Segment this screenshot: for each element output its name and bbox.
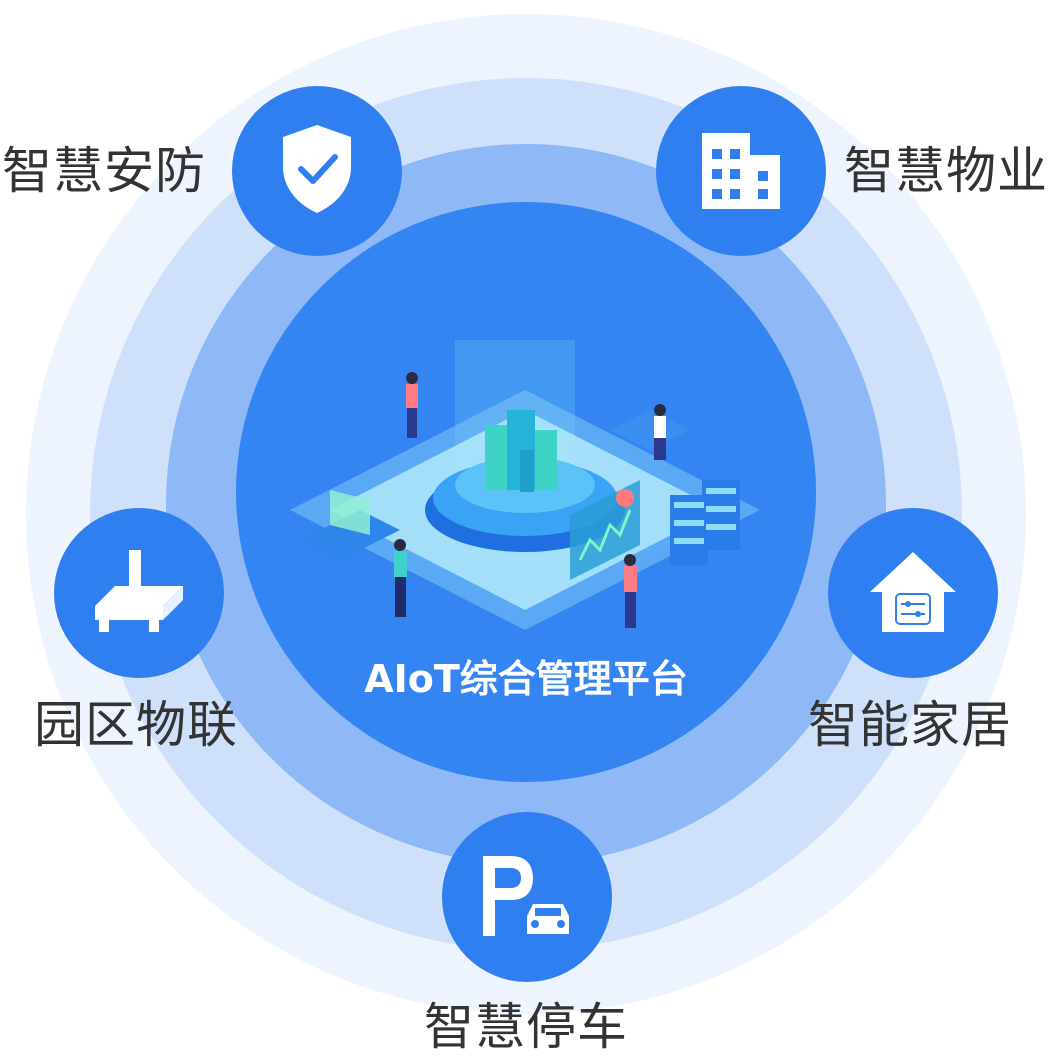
property-label: 智慧物业 <box>844 142 1048 200</box>
security-label: 智慧安防 <box>2 142 206 200</box>
platform-title: AIoT综合管理平台 <box>364 657 688 701</box>
parking-node[interactable] <box>442 812 612 982</box>
parking-car-icon <box>477 850 577 944</box>
park-iot-label: 园区物联 <box>34 696 238 754</box>
park-iot-node[interactable] <box>54 508 224 678</box>
smart-home-icon <box>868 548 958 638</box>
home-label: 智能家居 <box>808 696 1012 754</box>
home-node[interactable] <box>828 508 998 678</box>
factory-icon <box>91 546 187 640</box>
platform-illustration <box>290 340 760 630</box>
shield-check-icon <box>277 121 357 221</box>
parking-label: 智慧停车 <box>424 998 628 1056</box>
property-node[interactable] <box>656 86 826 256</box>
security-node[interactable] <box>232 86 402 256</box>
building-icon <box>698 127 784 215</box>
